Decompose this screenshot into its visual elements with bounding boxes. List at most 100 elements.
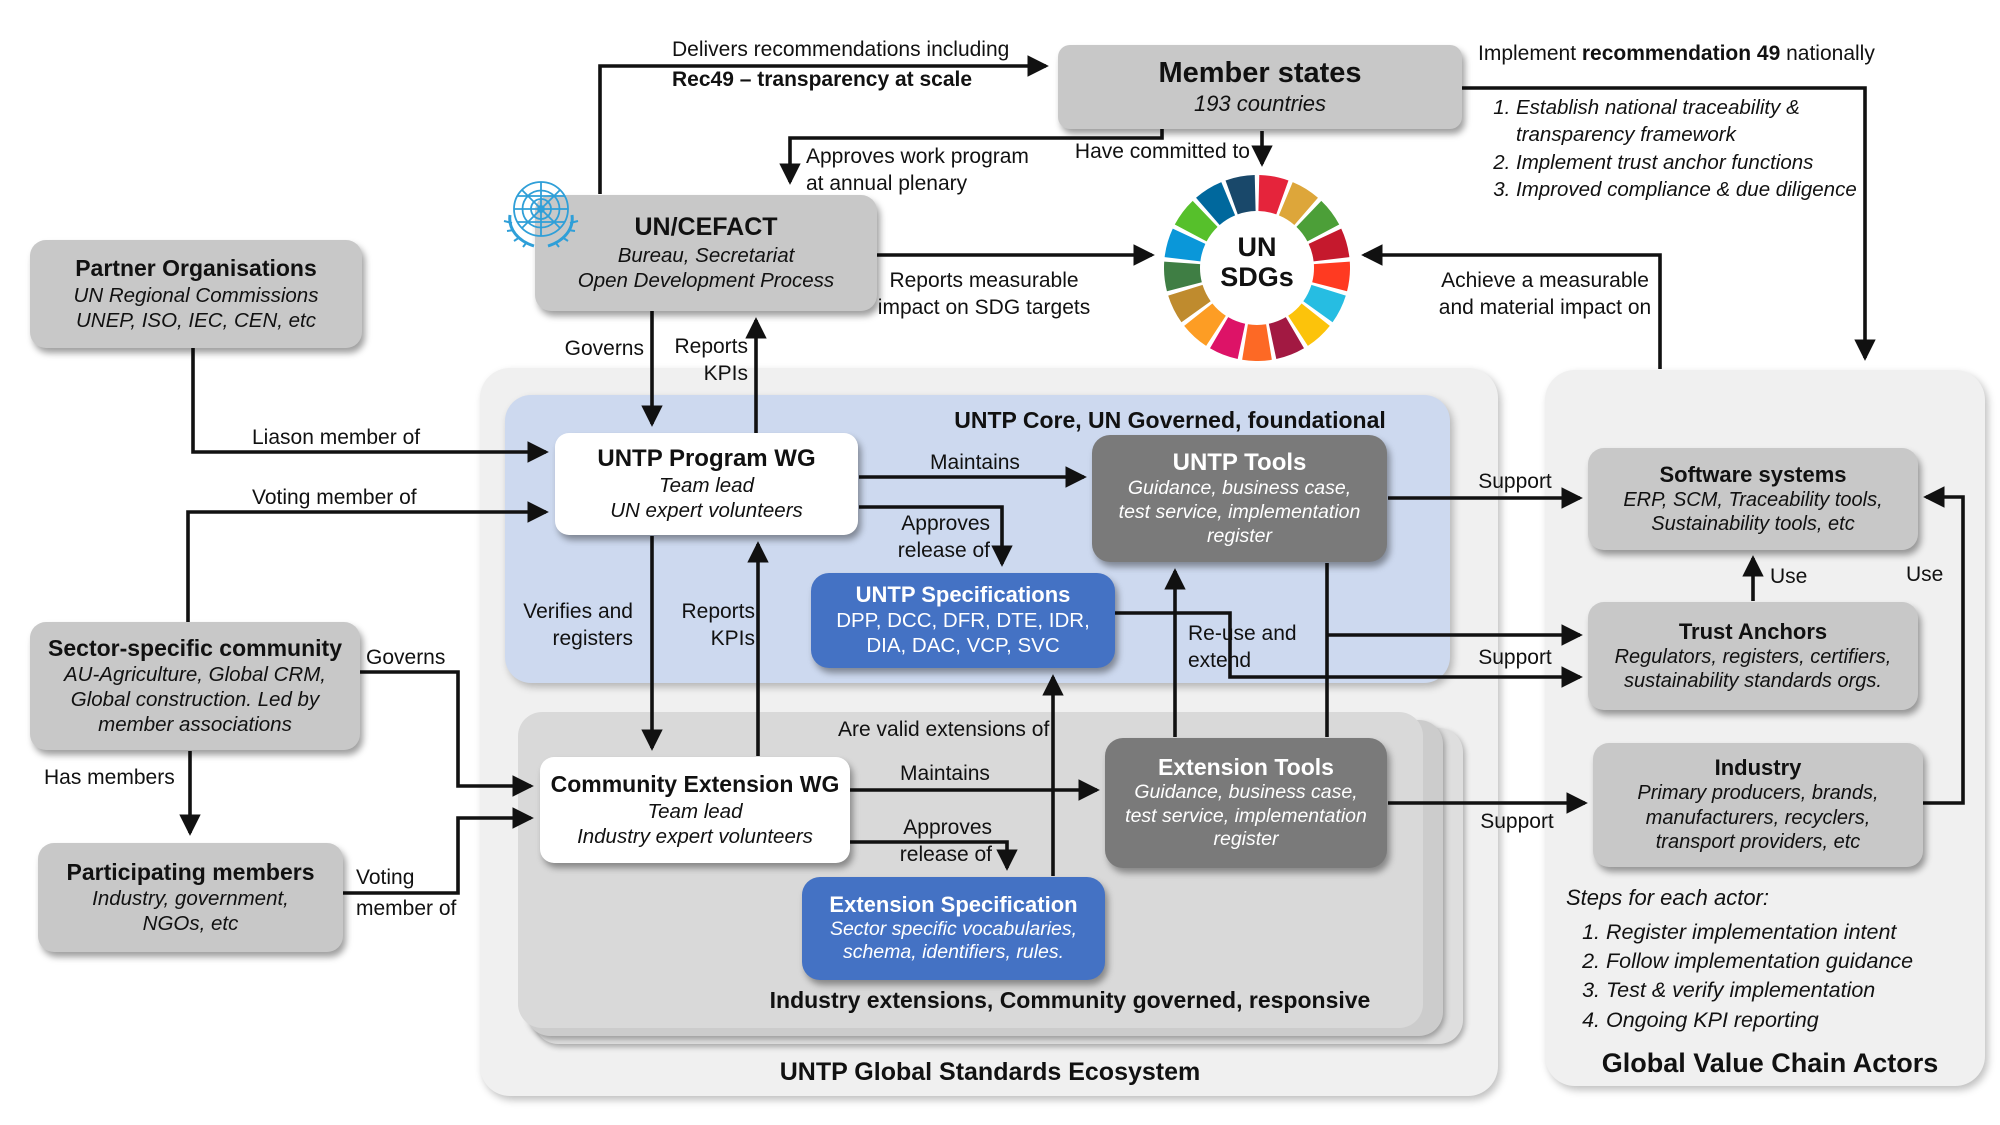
partner-organisations-title: Partner Organisations <box>75 255 317 282</box>
software-systems-box: Software systems ERP, SCM, Traceability … <box>1588 448 1918 550</box>
sdg-segment <box>1164 261 1202 292</box>
extension-tools-box: Extension Tools Guidance, business case,… <box>1105 738 1387 868</box>
label-verifies-line2: registers <box>552 627 633 651</box>
untp-program-wg-box: UNTP Program WG Team lead UN expert volu… <box>555 433 858 535</box>
edge-voting-member-top <box>186 501 549 623</box>
label-reports-mid-line2: KPIs <box>710 627 755 651</box>
label-voting-member-top: Voting member of <box>252 486 417 509</box>
label-reports-impact-line1: Reports measurable <box>889 269 1079 292</box>
label-maintains-bottom: Maintains <box>900 762 990 785</box>
community-extension-wg-box: Community Extension WG Team lead Industr… <box>540 757 850 863</box>
label-approves-release-top: Approves release of <box>860 510 990 565</box>
label-approves-bottom-line2: release of <box>899 843 992 867</box>
un-cefact-line2: Open Development Process <box>577 268 835 292</box>
un-cefact-title: UN/CEFACT <box>634 213 778 242</box>
sdg-segment <box>1288 303 1330 346</box>
label-reports-top-line2: KPIs <box>703 362 748 386</box>
label-value-chain-actors: Global Value Chain Actors <box>1601 1048 1939 1078</box>
label-achieve-line1: Achieve a measurable <box>1441 269 1649 292</box>
label-approves-release-bottom: Approves release of <box>862 814 992 869</box>
label-approves-top-line2: release of <box>897 539 990 563</box>
untp-program-wg-line1: Team lead <box>659 474 754 498</box>
label-verifies-registers: Verifies and registers <box>513 598 633 653</box>
edge-approves-release-top <box>859 505 1013 567</box>
untp-tools-box: UNTP Tools Guidance, business case, test… <box>1092 435 1387 562</box>
un-cefact-line1: Bureau, Secretariat <box>617 243 795 267</box>
label-approves-bottom-line1: Approves <box>903 816 992 839</box>
extension-specification-sub: Sector specific vocabularies, schema, id… <box>829 917 1078 964</box>
partner-organisations-box: Partner Organisations UN Regional Commis… <box>30 240 362 348</box>
edge-approves-work-program <box>779 129 1164 185</box>
industry-box: Industry Primary producers, brands, manu… <box>1593 743 1923 867</box>
label-implement-rec49: Implement recommendation 49 nationally <box>1478 40 1875 67</box>
label-approves-work-line1: Approves work program <box>806 145 1029 168</box>
label-achieve-impact: Achieve a measurable and material impact… <box>1422 267 1668 322</box>
community-extension-wg-line2: Industry expert volunteers <box>577 824 813 848</box>
label-reports-top-line1: Reports <box>674 335 748 358</box>
label-implement-prefix: Implement <box>1478 42 1582 65</box>
edge-voting-member-bottom <box>343 807 534 895</box>
participating-members-box: Participating members Industry, governme… <box>38 843 343 952</box>
member-states-box: Member states 193 countries <box>1058 45 1462 129</box>
label-approves-work-line2: at annual plenary <box>806 172 968 195</box>
label-steps-title: Steps for each actor: <box>1566 885 1769 910</box>
label-delivers-line1: Delivers recommendations including <box>672 38 1010 61</box>
rec49-step: Implement trust anchor functions <box>1516 149 1888 176</box>
label-use-right: Use <box>1906 563 1944 586</box>
label-achieve-line2: and material impact on <box>1438 296 1652 320</box>
rec49-step: Improved compliance & due diligence <box>1516 176 1888 203</box>
edge-approves-release-bottom <box>791 840 1018 871</box>
sdg-sdgs-label: SDGs <box>1220 261 1294 292</box>
un-cefact-box: UN/CEFACT Bureau, Secretariat Open Devel… <box>535 195 877 311</box>
untp-program-wg-line2: UN expert volunteers <box>610 499 803 523</box>
untp-program-wg-title: UNTP Program WG <box>597 444 816 472</box>
label-governs-left: Governs <box>366 646 446 669</box>
rec49-steps-list: Establish national traceability & transp… <box>1482 94 1888 204</box>
label-support-trust: Support <box>1478 646 1552 669</box>
untp-specifications-box: UNTP Specifications DPP, DCC, DFR, DTE, … <box>811 573 1115 668</box>
extension-specification-box: Extension Specification Sector specific … <box>802 877 1105 980</box>
sdg-segment <box>1278 182 1318 225</box>
untp-tools-title: UNTP Tools <box>1172 448 1307 476</box>
label-voting-bottom-line2: member of <box>356 897 457 920</box>
label-voting-bottom-line1: Voting <box>356 866 415 889</box>
sdg-center-text: UN SDGs <box>1207 232 1307 292</box>
label-approves-top-line1: Approves <box>901 512 990 535</box>
sector-community-title: Sector-specific community <box>48 634 342 661</box>
software-systems-title: Software systems <box>1659 461 1847 487</box>
community-extension-wg-title: Community Extension WG <box>550 771 840 798</box>
industry-title: Industry <box>1714 755 1802 781</box>
sector-community-sub: AU-Agriculture, Global CRM, Global const… <box>63 663 326 737</box>
un-logo-icon <box>503 181 579 248</box>
rec49-step: Establish national traceability & transp… <box>1516 94 1888 149</box>
extension-tools-title: Extension Tools <box>1158 753 1334 780</box>
extension-tools-sub: Guidance, business case, test service, i… <box>1125 780 1367 851</box>
edge-liason-member <box>191 348 549 463</box>
actor-step: Register implementation intent <box>1606 918 2000 947</box>
sdg-segment <box>1164 228 1206 262</box>
industry-sub: Primary producers, brands, manufacturers… <box>1637 782 1879 854</box>
label-have-committed: Have committed to <box>1074 140 1250 163</box>
edge-use-industry-software <box>1923 486 1965 805</box>
member-states-title: Member states <box>1158 57 1362 90</box>
participating-members-title: Participating members <box>66 858 315 885</box>
label-has-members: Has members <box>44 766 175 789</box>
label-ecosystem: UNTP Global Standards Ecosystem <box>779 1058 1201 1086</box>
label-reuse-line1: Re-use and <box>1188 622 1297 645</box>
participating-members-sub: Industry, government, NGOs, etc <box>92 887 289 936</box>
edge-specs-support-trust <box>1115 611 1583 688</box>
sdg-segment <box>1225 175 1256 215</box>
actor-step: Ongoing KPI reporting <box>1606 1006 2000 1035</box>
sdg-segment <box>1242 324 1272 361</box>
partner-organisations-line2: UNEP, ISO, IEC, CEN, etc <box>76 308 316 332</box>
trust-anchors-sub: Regulators, registers, certifiers, susta… <box>1614 645 1892 692</box>
sdg-segment <box>1258 175 1289 215</box>
label-reports-kpis-top: Reports KPIs <box>648 333 748 388</box>
edge-delivers-rec49 <box>598 55 1049 194</box>
member-states-sub: 193 countries <box>1193 90 1327 116</box>
untp-specifications-title: UNTP Specifications <box>855 581 1071 607</box>
label-extension-container: Industry extensions, Community governed,… <box>769 987 1371 1013</box>
label-delivers-line2: Rec49 – transparency at scale <box>672 68 973 91</box>
label-reuse-extend: Re-use and extend <box>1188 620 1297 675</box>
sdg-segment <box>1196 182 1236 225</box>
